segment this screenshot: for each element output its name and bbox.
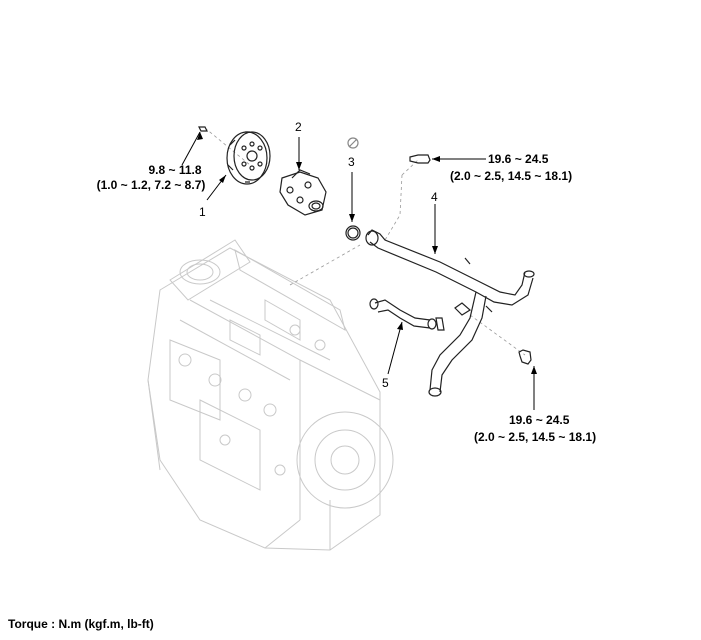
pipe-bolt-bottom-torque-range: (2.0 ~ 2.5, 14.5 ~ 18.1) [474, 430, 597, 444]
part-number-3: 3 [348, 155, 355, 169]
pulley-bolt-icon [198, 126, 208, 132]
water-pump [279, 169, 327, 216]
pipe-bolt-bottom-icon [518, 349, 532, 365]
part-number-5: 5 [382, 376, 389, 390]
pipe-bolt-bottom-torque-value: 19.6 ~ 24.5 [509, 413, 570, 427]
part-number-1: 1 [199, 205, 206, 219]
water-inlet-pipe [365, 229, 535, 397]
pulley-torque-value: 9.8 ~ 11.8 [148, 163, 202, 177]
leader-lines [181, 131, 537, 410]
part-number-2: 2 [295, 120, 302, 134]
o-ring [345, 225, 361, 241]
part-number-4: 4 [431, 190, 438, 204]
pipe-bolt-top-torque-value: 19.6 ~ 24.5 [488, 152, 549, 166]
pulley-torque-range: (1.0 ~ 1.2, 7.2 ~ 8.7) [96, 178, 206, 192]
water-hose [369, 298, 445, 331]
water-pump-pulley [226, 131, 271, 185]
pipe-bolt-top-torque-range: (2.0 ~ 2.5, 14.5 ~ 18.1) [450, 169, 573, 183]
torque-unit-legend: Torque : N.m (kgf.m, lb-ft) [8, 617, 154, 631]
replace-symbol-icon [347, 137, 359, 149]
pipe-bolt-top-icon [409, 154, 431, 164]
engine-block [147, 239, 394, 551]
